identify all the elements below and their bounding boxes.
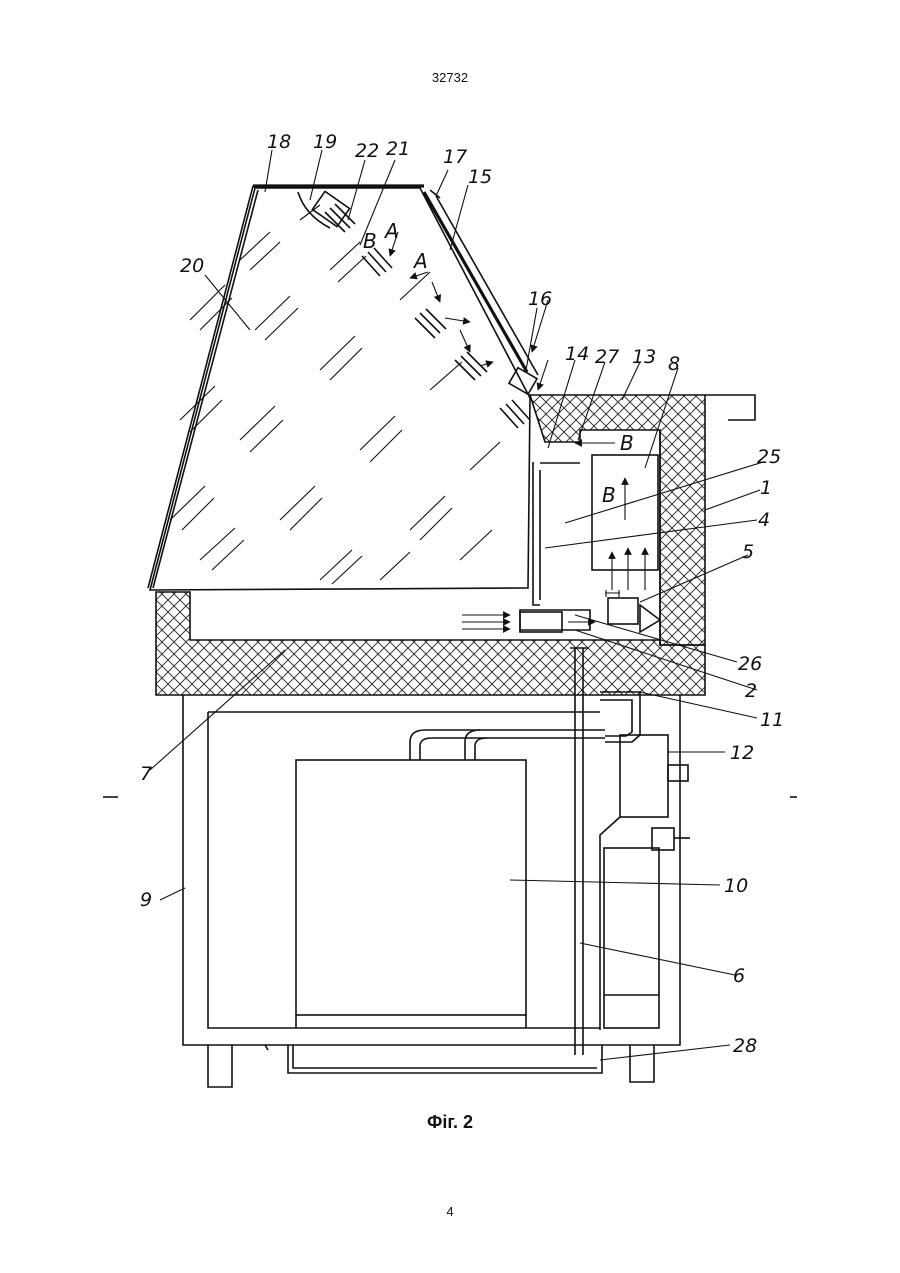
fan xyxy=(520,612,562,632)
label-25: 25 xyxy=(757,446,781,468)
label-9: 9 xyxy=(140,889,152,911)
label-10: 10 xyxy=(724,875,748,897)
label-2: 2 xyxy=(745,680,757,702)
page-number: 4 xyxy=(0,1204,900,1219)
label-19: 19 xyxy=(313,131,337,153)
flow-letters: A A B B B xyxy=(363,219,634,507)
label-7: 7 xyxy=(140,763,152,785)
flow-label-b-2: B xyxy=(620,431,634,455)
label-20: 20 xyxy=(180,255,204,277)
label-8: 8 xyxy=(668,353,680,375)
label-18: 18 xyxy=(267,131,291,153)
label-15: 15 xyxy=(468,166,492,188)
insulated-base xyxy=(156,592,705,695)
glass-canopy xyxy=(148,186,530,590)
air-louvers xyxy=(325,204,530,428)
control-box xyxy=(620,735,668,817)
flow-label-b-1: B xyxy=(363,229,377,253)
label-6: 6 xyxy=(733,965,745,987)
label-1: 1 xyxy=(760,477,772,499)
compressor-5 xyxy=(608,598,638,624)
figure-caption: Фіг. 2 xyxy=(0,1112,900,1133)
label-16: 16 xyxy=(528,288,552,310)
tank xyxy=(296,760,526,1015)
label-12: 12 xyxy=(730,742,754,764)
rear-panel xyxy=(424,190,538,394)
label-4: 4 xyxy=(758,509,770,531)
label-17: 17 xyxy=(443,146,467,168)
label-14: 14 xyxy=(565,343,589,365)
label-21: 21 xyxy=(386,138,410,160)
lamp xyxy=(298,191,350,228)
inner-chamber xyxy=(520,455,660,632)
cabinet xyxy=(183,648,690,1087)
label-5: 5 xyxy=(742,541,754,563)
label-27: 27 xyxy=(595,346,619,368)
label-26: 26 xyxy=(738,653,762,675)
flow-arrows-b xyxy=(462,443,645,629)
label-28: 28 xyxy=(733,1035,757,1057)
label-13: 13 xyxy=(632,346,656,368)
flow-label-b-3: B xyxy=(602,483,616,507)
flow-label-a-2: A xyxy=(412,249,428,273)
label-11: 11 xyxy=(760,709,784,731)
label-22: 22 xyxy=(355,140,379,162)
flow-label-a-1: A xyxy=(383,219,399,243)
